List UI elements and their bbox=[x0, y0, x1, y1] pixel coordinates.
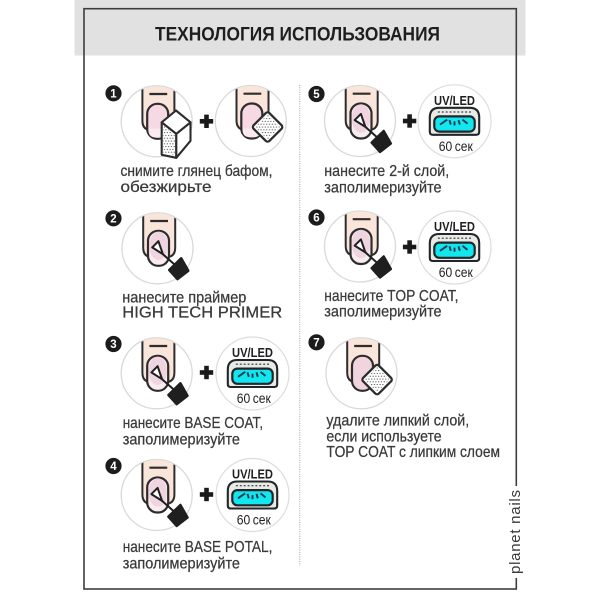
svg-text:заполимеризуйте: заполимеризуйте bbox=[324, 179, 441, 196]
svg-text:planet nails: planet nails bbox=[507, 490, 524, 574]
svg-text:UV/LED: UV/LED bbox=[434, 94, 475, 108]
svg-text:заполимеризуйте: заполимеризуйте bbox=[123, 556, 240, 573]
svg-text:заполимеризуйте: заполимеризуйте bbox=[324, 304, 441, 321]
svg-text:обезжирьте: обезжирьте bbox=[121, 179, 212, 196]
svg-text:UV/LED: UV/LED bbox=[232, 468, 273, 482]
svg-text:60 сек: 60 сек bbox=[439, 139, 474, 154]
svg-text:5: 5 bbox=[313, 89, 320, 101]
svg-text:заполимеризуйте: заполимеризуйте bbox=[123, 431, 240, 448]
svg-text:UV/LED: UV/LED bbox=[232, 346, 273, 360]
svg-text:удалите липкий слой,: удалите липкий слой, bbox=[326, 413, 469, 430]
svg-text:6: 6 bbox=[313, 213, 319, 225]
svg-text:нанесите 2-й слой,: нанесите 2-й слой, bbox=[324, 163, 449, 180]
svg-text:снимите глянец бафом,: снимите глянец бафом, bbox=[121, 163, 273, 180]
svg-text:60 сек: 60 сек bbox=[237, 513, 272, 528]
svg-text:нанесите праймер: нанесите праймер bbox=[122, 289, 246, 306]
svg-text:60 сек: 60 сек bbox=[237, 391, 272, 406]
svg-text:2: 2 bbox=[110, 213, 116, 225]
svg-text:7: 7 bbox=[313, 337, 319, 349]
svg-text:HIGH TECH PRIMER: HIGH TECH PRIMER bbox=[122, 305, 282, 322]
svg-text:нанесите BASE POTAL,: нанесите BASE POTAL, bbox=[123, 539, 273, 556]
svg-text:4: 4 bbox=[110, 461, 117, 473]
svg-text:нанесите BASE COAT,: нанесите BASE COAT, bbox=[123, 415, 263, 432]
svg-text:UV/LED: UV/LED bbox=[434, 220, 475, 234]
svg-text:TOP COAT с липким слоем: TOP COAT с липким слоем bbox=[326, 444, 500, 461]
svg-text:нанесите TOP COAT,: нанесите TOP COAT, bbox=[324, 288, 458, 305]
svg-text:1: 1 bbox=[110, 88, 117, 100]
svg-text:60 сек: 60 сек bbox=[439, 265, 474, 280]
svg-text:3: 3 bbox=[110, 339, 116, 351]
svg-text:ТЕХНОЛОГИЯ ИСПОЛЬЗОВАНИЯ: ТЕХНОЛОГИЯ ИСПОЛЬЗОВАНИЯ bbox=[155, 24, 440, 46]
svg-text:если используете: если используете bbox=[326, 429, 441, 446]
